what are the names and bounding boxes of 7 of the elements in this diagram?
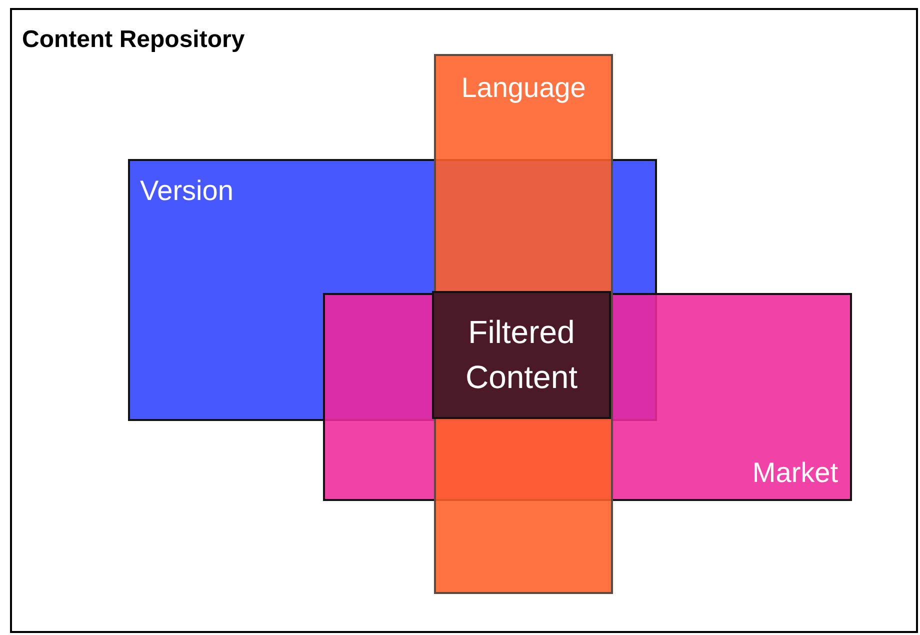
node-label: Content Repository <box>22 26 245 54</box>
intersection-box <box>432 291 611 419</box>
repository-frame <box>10 8 918 633</box>
intersection-label: Filtered Content <box>464 313 579 397</box>
set-label: Market <box>752 457 838 489</box>
set-label: Language <box>460 72 587 104</box>
set-label: Version <box>140 175 234 207</box>
